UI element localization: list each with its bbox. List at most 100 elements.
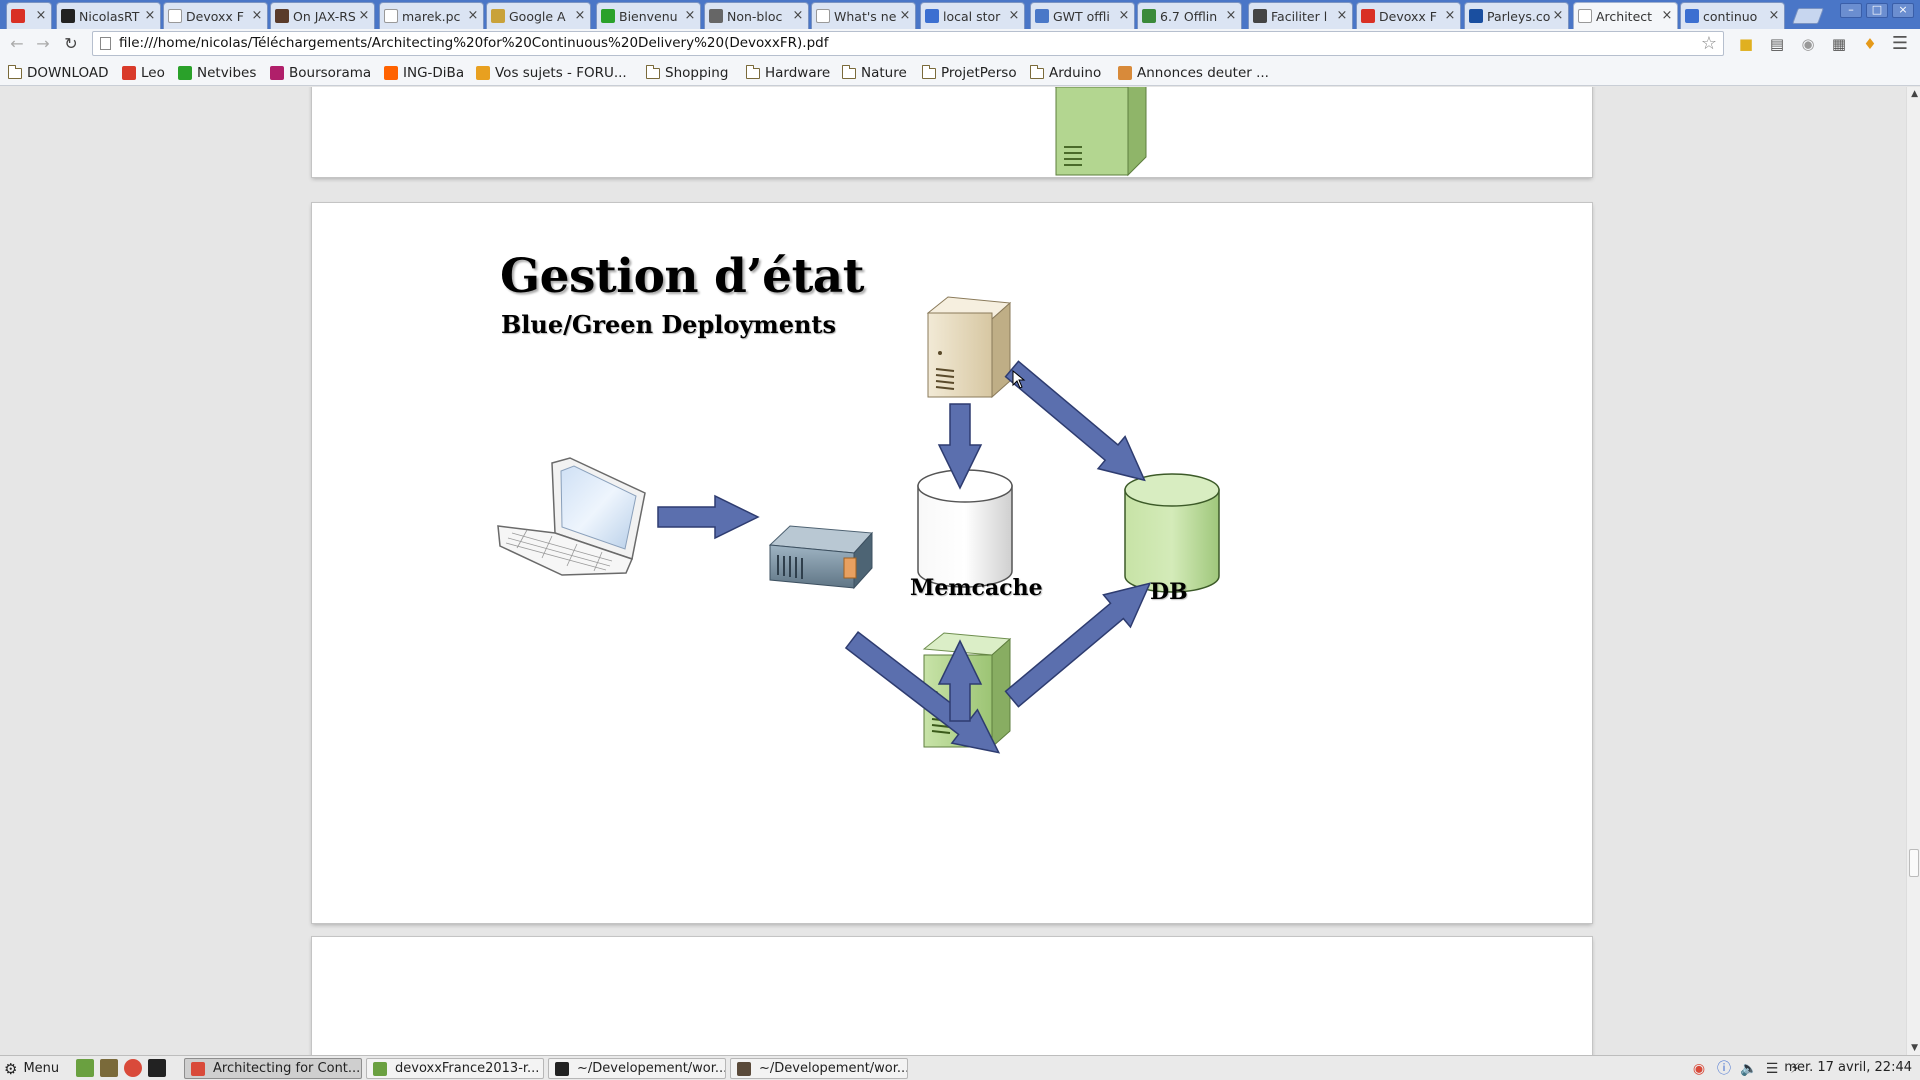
editor-launcher-icon[interactable] [100, 1059, 118, 1077]
parleys-icon [1469, 9, 1483, 23]
browser-tab[interactable]: Google A × [486, 2, 591, 29]
tab-close-icon[interactable]: × [899, 8, 911, 23]
forward-button[interactable]: → [36, 34, 50, 53]
tab-close-icon[interactable]: × [1225, 8, 1237, 23]
browser-tab[interactable]: Devoxx F× [1356, 2, 1461, 29]
tab-close-icon[interactable]: × [1661, 8, 1673, 23]
browser-tab[interactable]: local stor× [920, 2, 1025, 29]
tab-close-icon[interactable]: × [574, 8, 586, 23]
tab-close-icon[interactable]: × [1336, 8, 1348, 23]
restore-button[interactable]: □ [1866, 3, 1888, 18]
page-icon [100, 37, 111, 50]
browser-tab[interactable]: Architect× [1573, 2, 1678, 29]
print-extension-icon[interactable]: ▤ [1769, 35, 1785, 53]
taskbar-window-button[interactable]: devoxxFrance2013-r... [366, 1058, 544, 1079]
tab-close-icon[interactable]: × [1768, 8, 1780, 23]
tab-close-icon[interactable]: × [1008, 8, 1020, 23]
google-icon [925, 9, 939, 23]
browser-tab[interactable]: Bienvenu × [596, 2, 701, 29]
start-menu-button[interactable]: ⚙ Menu [4, 1058, 59, 1079]
folder-icon [8, 64, 22, 79]
bookmark-item[interactable]: Annonces deuter ... [1118, 63, 1269, 83]
bookmark-item[interactable]: ING-DiBa [384, 63, 464, 83]
arrow-laptop-to-lb [657, 494, 760, 540]
slide-subtitle: Blue/Green Deployments [501, 310, 837, 339]
tab-title: Google A [509, 8, 566, 24]
minimize-button[interactable]: – [1840, 3, 1862, 18]
browser-tab[interactable]: 6.7 Offlin× [1137, 2, 1242, 29]
browser-tab[interactable]: What's ne× [811, 2, 916, 29]
tab-close-icon[interactable]: × [1118, 8, 1130, 23]
vertical-scrollbar[interactable]: ▲ ▼ [1906, 87, 1920, 1055]
browser-tab[interactable]: marek.pc× [379, 2, 484, 29]
files-launcher-icon[interactable] [76, 1059, 94, 1077]
tab-title: NicolasRT [79, 8, 140, 24]
browser-tab[interactable]: Parleys.co× [1464, 2, 1569, 29]
memcache-label: Memcache [910, 575, 1043, 601]
tab-title: Bienvenu [619, 8, 678, 24]
address-bar[interactable]: file:///home/nicolas/Téléchargements/Arc… [92, 31, 1724, 56]
taskbar-window-button[interactable]: ~/Developement/wor... [730, 1058, 908, 1079]
chrome-icon [191, 1061, 205, 1076]
gear-icon: ⚙ [4, 1059, 18, 1078]
browser-tab[interactable]: Devoxx F× [163, 2, 268, 29]
browser-tab[interactable]: NicolasRT × [56, 2, 161, 29]
bookmark-item[interactable]: Vos sujets - FORU... [476, 63, 627, 83]
power-icon[interactable]: ⚡ [1790, 1061, 1800, 1077]
browser-toolbar: ← → ↻ file:///home/nicolas/Téléchargemen… [0, 29, 1920, 59]
browser-tab[interactable]: Faciliter l× [1248, 2, 1353, 29]
tab-close-icon[interactable]: × [792, 8, 804, 23]
reload-button[interactable]: ↻ [64, 34, 78, 53]
tab-close-icon[interactable]: × [251, 8, 263, 23]
translate-extension-icon[interactable]: ▦ [1831, 35, 1847, 53]
bookmark-item[interactable]: Hardware [746, 63, 830, 83]
close-window-button[interactable]: × [1892, 3, 1914, 18]
tab-close-icon[interactable]: × [35, 8, 47, 23]
bookmark-item[interactable]: Leo [122, 63, 165, 83]
clock[interactable]: mer. 17 avril, 22:44 [1784, 1060, 1912, 1075]
chrome-launcher-icon[interactable] [124, 1059, 142, 1077]
circle-extension-icon[interactable]: ◉ [1801, 35, 1815, 53]
bookmark-star-icon[interactable]: ☆ [1700, 33, 1717, 54]
chrome-tray-icon[interactable]: ◉ [1692, 1061, 1706, 1077]
bookmark-item[interactable]: Netvibes [178, 63, 256, 83]
tab-close-icon[interactable]: × [144, 8, 156, 23]
notes-extension-icon[interactable]: ■ [1738, 35, 1754, 53]
tab-close-icon[interactable]: × [358, 8, 370, 23]
menu-icon[interactable]: ☰ [1891, 33, 1909, 54]
bookmark-item[interactable]: ProjetPerso [922, 63, 1017, 83]
pdf-viewer[interactable]: Gestion d’état Blue/Green Deployments Me… [0, 87, 1920, 1055]
browser-tab[interactable]: continuo× [1680, 2, 1785, 29]
bookmark-item[interactable]: Arduino [1030, 63, 1101, 83]
volume-icon[interactable]: 🔈 [1740, 1061, 1758, 1077]
scroll-down-arrow-icon[interactable]: ▼ [1911, 1043, 1918, 1053]
tab-close-icon[interactable]: × [684, 8, 696, 23]
terminal-launcher-icon[interactable] [148, 1059, 166, 1077]
load-balancer-icon [768, 525, 874, 590]
bookmark-item[interactable]: Boursorama [270, 63, 371, 83]
update-tray-icon[interactable]: ⓘ [1717, 1061, 1731, 1077]
tab-close-icon[interactable]: × [467, 8, 479, 23]
db-cylinder-icon [1124, 473, 1220, 593]
taskbar-window-button[interactable]: Architecting for Cont... [184, 1058, 362, 1079]
taskbar-window-button[interactable]: ~/Developement/wor... [548, 1058, 726, 1079]
browser-tab[interactable]: Non-bloc× [704, 2, 809, 29]
puzzle-extension-icon[interactable]: ♦ [1863, 35, 1877, 53]
bookmark-label: Shopping [665, 65, 729, 81]
tab-close-icon[interactable]: × [1444, 8, 1456, 23]
browser-tab[interactable]: × [6, 2, 52, 29]
address-url[interactable]: file:///home/nicolas/Téléchargements/Arc… [119, 35, 829, 51]
browser-tab[interactable]: On JAX-RS× [270, 2, 375, 29]
bookmark-item[interactable]: DOWNLOAD [8, 63, 109, 83]
arrow-green-server-to-db [1004, 582, 1152, 708]
tab-close-icon[interactable]: × [1552, 8, 1564, 23]
browser-tab[interactable]: GWT offli× [1030, 2, 1135, 29]
network-icon[interactable]: ☰ [1765, 1061, 1779, 1077]
scrollbar-thumb[interactable] [1909, 849, 1919, 877]
page-icon [1578, 9, 1592, 23]
bookmark-item[interactable]: Nature [842, 63, 907, 83]
new-tab-button[interactable] [1792, 8, 1824, 24]
bookmark-item[interactable]: Shopping [646, 63, 728, 83]
back-button[interactable]: ← [10, 34, 24, 53]
scroll-up-arrow-icon[interactable]: ▲ [1911, 89, 1918, 99]
